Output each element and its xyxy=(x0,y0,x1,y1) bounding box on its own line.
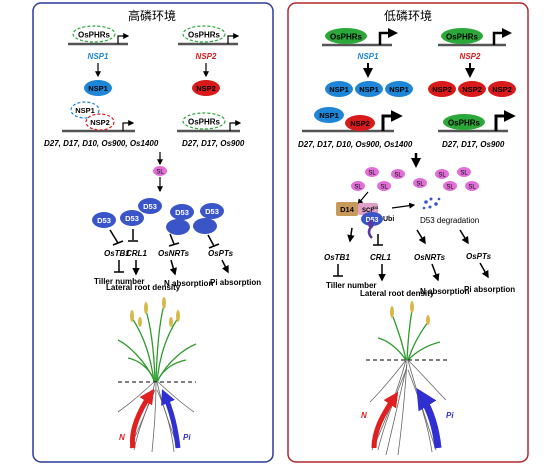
right-pi-label: Pi xyxy=(446,411,454,420)
left-outcome-lateral: Lateral root density xyxy=(106,283,181,292)
svg-text:SL: SL xyxy=(460,171,468,177)
svg-text:SL: SL xyxy=(416,182,424,188)
svg-text:NSP2: NSP2 xyxy=(432,85,452,94)
right-bottom-promoter: OsPHRs xyxy=(438,110,516,133)
right-genes-right: D27, D17, Os900 xyxy=(442,140,505,149)
left-complex-nsp1: NSP1 xyxy=(75,106,95,115)
svg-text:NSP1: NSP1 xyxy=(389,85,409,94)
left-nsp2-protein xyxy=(192,80,220,96)
svg-text:SL: SL xyxy=(468,185,476,191)
left-n-label: N xyxy=(119,433,125,442)
right-scf-sup: D3 xyxy=(373,205,379,210)
left-outcome-tiller: Tiller number xyxy=(94,277,145,286)
right-promoter-nsp1: OsPHRs xyxy=(322,28,398,47)
svg-text:D53: D53 xyxy=(125,214,139,223)
right-target-ospts: OsPTs xyxy=(466,252,492,261)
right-inhibition-lines xyxy=(373,234,383,246)
right-degradation-label: D53 degradation xyxy=(420,216,479,225)
svg-text:NSP1: NSP1 xyxy=(329,85,349,94)
svg-text:SL: SL xyxy=(438,173,446,179)
right-panel-border xyxy=(287,2,529,463)
right-genes-left: D27, D17, D10, Os900, Os1400 xyxy=(298,140,413,149)
left-osphrs-2: OsPHRs xyxy=(188,31,221,40)
left-target-osnrts: OsNRTs xyxy=(158,249,190,258)
svg-text:SL: SL xyxy=(394,173,402,179)
right-outcome-lateral: Lateral root density xyxy=(360,289,435,298)
left-nsp2-gene: NSP2 xyxy=(196,52,217,61)
left-target-ospts: OsPTs xyxy=(208,249,234,258)
right-scf: SCF xyxy=(362,208,374,214)
left-target-crl1: CRL1 xyxy=(126,249,147,258)
right-d14-complex: D14 SCF D3 D53 Ubi xyxy=(336,202,394,239)
right-osphrs-bottom: OsPHRs xyxy=(448,119,481,128)
left-genes-right: D27, D17, Os900 xyxy=(182,139,245,148)
right-sl-cloud: SL SL SL SL SL SL SL SL SL xyxy=(351,167,479,191)
left-osphrs-bottom: OsPHRs xyxy=(188,118,221,127)
svg-text:SL: SL xyxy=(156,170,164,176)
left-panel: 高磷环境 OsPHRs OsPHRs NSP1 NSP2 NSP1 NSP2 xyxy=(32,2,274,463)
svg-text:NSP1: NSP1 xyxy=(359,85,379,94)
right-degradation-fragments xyxy=(422,197,441,210)
right-outcome-pi: Pi absorption xyxy=(464,285,515,294)
left-complex-nsp2: NSP2 xyxy=(90,118,110,127)
left-plant-illustration: N Pi xyxy=(117,297,197,453)
left-d53-cluster: D53 D53 D53 D53 D53 xyxy=(92,198,224,235)
right-ubi: Ubi xyxy=(383,216,394,223)
left-sl xyxy=(153,166,167,176)
right-panel: 低磷环境 OsPHRs OsPHRs NSP1 NSP2 NSP1 NSP1 N… xyxy=(287,2,529,463)
right-complex-nsp2: NSP2 xyxy=(350,119,370,128)
svg-text:D53: D53 xyxy=(175,208,189,217)
left-promoter-nsp1: OsPHRs xyxy=(68,25,130,46)
left-outcome-n: N absorption xyxy=(164,279,213,288)
right-outcome-n: N absorption xyxy=(420,287,469,296)
svg-text:SL: SL xyxy=(354,185,362,191)
right-osphrs-2: OsPHRs xyxy=(446,33,479,42)
left-osphrs-1: OsPHRs xyxy=(78,31,111,40)
svg-text:NSP2: NSP2 xyxy=(462,85,482,94)
left-outcome-pi: Pi absorption xyxy=(210,278,261,287)
right-plant-illustration: N Pi xyxy=(361,301,454,456)
svg-text:NSP2: NSP2 xyxy=(492,85,512,94)
svg-text:SL: SL xyxy=(380,185,388,191)
right-promoter-nsp2: OsPHRs xyxy=(438,28,512,47)
right-nsp2-proteins: NSP2 NSP2 NSP2 xyxy=(428,81,516,97)
left-promoter-nsp2: OsPHRs xyxy=(178,25,240,46)
right-nsp1-proteins: NSP1 NSP1 NSP1 xyxy=(325,81,413,97)
left-title: 高磷环境 xyxy=(128,8,176,23)
right-outcome-lines xyxy=(333,264,343,277)
right-n-label: N xyxy=(361,411,367,420)
right-d14: D14 xyxy=(340,205,355,214)
left-bottom-promoter: OsPHRs xyxy=(177,112,242,133)
right-complex-nsp1: NSP1 xyxy=(319,111,339,120)
left-target-ostb1: OsTB1 xyxy=(104,249,130,258)
right-osphrs-1: OsPHRs xyxy=(330,33,363,42)
svg-text:D53: D53 xyxy=(205,207,219,216)
right-nsp2-gene: NSP2 xyxy=(460,52,481,61)
right-target-ostb1: OsTB1 xyxy=(324,253,350,262)
left-genes-left: D27, D17, D10, Os900, Os1400 xyxy=(44,139,159,148)
left-nsp1-gene: NSP1 xyxy=(88,52,109,61)
left-inhibition-lines xyxy=(109,229,220,249)
right-outcome-tiller: Tiller number xyxy=(326,281,377,290)
svg-text:D53: D53 xyxy=(97,216,111,225)
right-target-osnrts: OsNRTs xyxy=(414,253,446,262)
svg-text:SL: SL xyxy=(368,171,376,177)
right-nsp1-gene: NSP1 xyxy=(358,52,379,61)
right-complex-promoter: NSP1 NSP2 xyxy=(302,107,403,133)
svg-text:NSP1: NSP1 xyxy=(88,84,108,93)
right-target-crl1: CRL1 xyxy=(370,253,391,262)
left-pi-label: Pi xyxy=(183,433,191,442)
left-complex-promoter: NSP1 NSP2 xyxy=(62,101,135,133)
left-outcome-lines xyxy=(114,260,124,273)
svg-text:NSP2: NSP2 xyxy=(196,84,216,93)
right-title: 低磷环境 xyxy=(384,8,432,23)
left-nsp1-protein xyxy=(84,80,112,96)
svg-text:D53: D53 xyxy=(143,202,157,211)
svg-text:SL: SL xyxy=(446,185,454,191)
left-panel-border xyxy=(32,2,274,463)
